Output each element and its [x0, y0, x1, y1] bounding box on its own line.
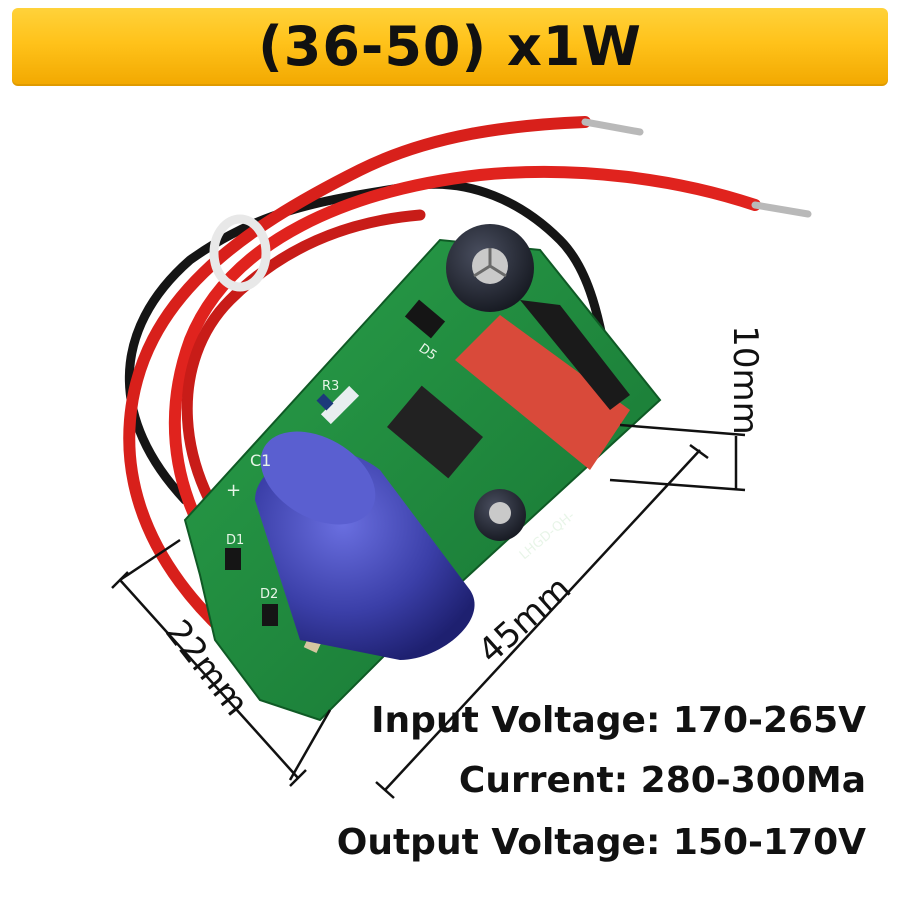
transformer	[455, 300, 630, 470]
label-c1: C1	[250, 451, 271, 470]
cable-tie	[209, 214, 271, 292]
dimension-height-label: 10mm	[724, 325, 765, 435]
output-voltage-spec: Output Voltage: 150-170V	[336, 822, 866, 863]
small-capacitor	[446, 224, 534, 312]
title-banner: (36-50) x1W	[12, 8, 888, 86]
title-text: (36-50) x1W	[258, 15, 642, 78]
wires	[123, 116, 761, 706]
label-plus: +	[226, 480, 241, 501]
label-d2: D2	[260, 587, 278, 602]
wire-tip	[751, 201, 812, 218]
small-capacitor	[474, 489, 526, 541]
label-r3: R3	[322, 379, 339, 394]
ic-chip	[387, 385, 483, 479]
input-voltage-spec: Input Voltage: 170-265V	[371, 700, 866, 741]
label-d1: D1	[226, 533, 244, 548]
wire-tip	[581, 118, 644, 136]
main-capacitor	[255, 431, 475, 660]
dimension-lines	[111, 423, 746, 799]
current-spec: Current: 280-300Ma	[458, 760, 866, 801]
